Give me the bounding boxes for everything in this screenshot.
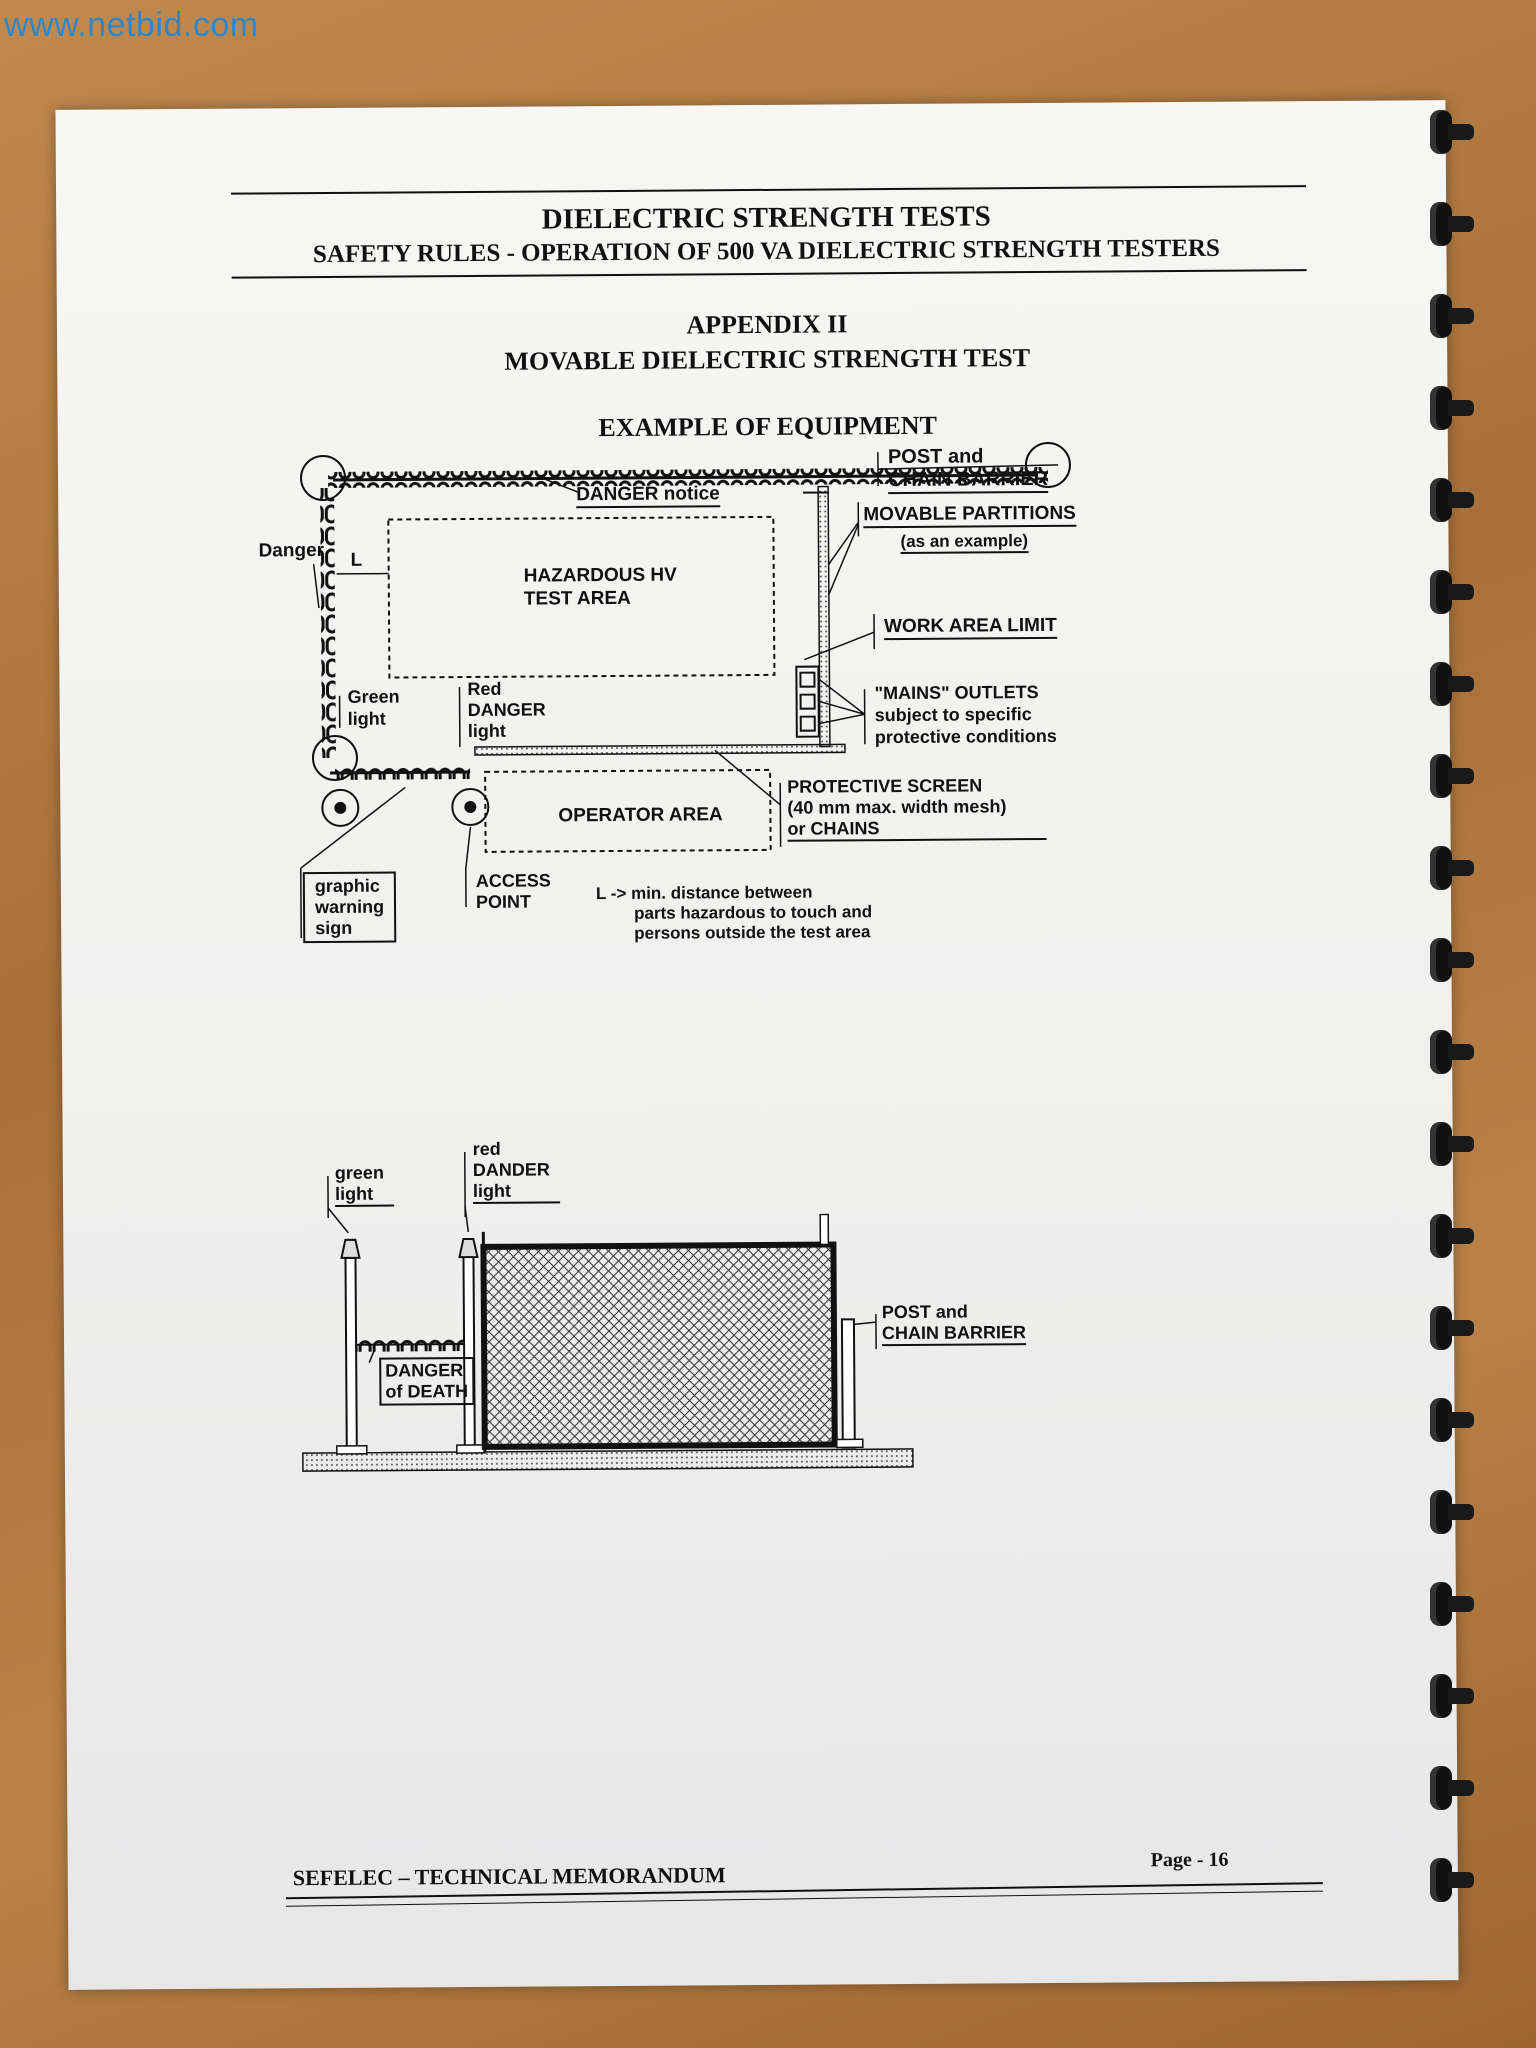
danger-death-line2: of DEATH: [385, 1381, 469, 1402]
danger-sign-label: Danger: [258, 540, 325, 562]
graphic-sign-line3: sign: [315, 917, 353, 939]
red-danger-line3: light: [467, 720, 506, 742]
footer-rule: [285, 1882, 1323, 1900]
graphic-sign-line2: warning: [314, 896, 385, 918]
access-point-line2: POINT: [475, 891, 532, 912]
work-area-limit-label: WORK AREA LIMIT: [884, 614, 1057, 641]
mains-line1: "MAINS" OUTLETS: [874, 682, 1039, 704]
red-danger-line1: Red: [467, 678, 502, 700]
green-light-line2: light: [347, 708, 386, 729]
elevation-red-line3: light: [472, 1180, 512, 1201]
elevation-green-line1: green: [334, 1162, 384, 1183]
watermark-url: www.netbid.com: [4, 6, 259, 44]
mains-line2: subject to specific: [874, 704, 1032, 726]
mains-line3: protective conditions: [874, 725, 1057, 748]
mains-outlets: [795, 665, 820, 738]
elevation-post-line2: CHAIN BARRIER: [881, 1322, 1027, 1344]
post-chain-line1: POST and: [887, 445, 984, 469]
post-chain-label: POST and CHAIN BARRIER: [887, 444, 1049, 495]
access-point-line1: ACCESS: [475, 870, 551, 891]
ground-slab: [302, 1448, 914, 1472]
elevation-red-line1: red: [472, 1138, 501, 1159]
movable-partition: [817, 485, 831, 748]
green-light-line1: Green: [347, 686, 400, 707]
elevation-green-light-label: green light: [334, 1162, 395, 1207]
protective-screen-line1: PROTECTIVE SCREEN: [787, 775, 983, 797]
elevation-post-line1: POST and: [881, 1301, 968, 1323]
l-definition-label: L -> min. distance between parts hazardo…: [596, 882, 872, 944]
l-definition-line1: L -> min. distance between: [595, 882, 813, 904]
danger-death-line1: DANGER: [385, 1360, 464, 1381]
movable-partitions-label: MOVABLE PARTITIONS: [863, 502, 1076, 529]
post-bottom-left: [311, 734, 358, 781]
l-definition-line3: persons outside the test area: [634, 922, 871, 943]
green-light-post: [344, 1256, 358, 1454]
elevation-green-line2: light: [334, 1183, 374, 1204]
hazard-area-line1: HAZARDOUS HV: [523, 564, 677, 587]
hazard-area-line2: TEST AREA: [523, 587, 631, 610]
elevation-post-chain-label: POST and CHAIN BARRIER: [881, 1301, 1027, 1347]
post-chain-line2: CHAIN BARRIER: [887, 467, 1049, 492]
red-light-post: [462, 1255, 476, 1454]
diagram-drawing: [285, 441, 1323, 1907]
graphic-sign-label: graphic warning sign: [302, 871, 397, 944]
red-danger-light-label: Red DANGER light: [467, 678, 545, 742]
danger-of-death-sign: DANGER of DEATH: [379, 1356, 475, 1406]
elevation-drawing: [302, 1152, 914, 1472]
green-light-label: Green light: [347, 685, 399, 729]
distance-l-label: L: [350, 549, 363, 571]
footer-memo-title: SEFELEC – TECHNICAL MEMORANDUM: [292, 1862, 726, 1891]
hazard-area-label: HAZARDOUS HV TEST AREA: [524, 564, 677, 611]
top-chain: [327, 466, 1049, 488]
protective-screen-line2: (40 mm max. width mesh): [787, 796, 1007, 818]
as-example-label: (as an example): [900, 531, 1029, 554]
elevation-red-light-label: red DANDER light: [472, 1138, 561, 1204]
footer-page-number: Page - 16: [1150, 1848, 1229, 1872]
red-danger-line2: DANGER: [467, 699, 546, 721]
elevation-red-line2: DANDER: [472, 1159, 550, 1180]
graphic-sign-line1: graphic: [314, 875, 380, 897]
danger-notice-label: DANGER notice: [576, 483, 720, 509]
post-top-left: [300, 455, 347, 502]
protective-screen: [474, 743, 846, 756]
access-point-label: ACCESS POINT: [476, 870, 551, 913]
operator-area-box: [484, 768, 772, 853]
protective-screen-line3: or CHAINS: [787, 818, 880, 839]
left-chain: [320, 487, 336, 759]
mains-outlets-label: "MAINS" OUTLETS subject to specific prot…: [874, 681, 1056, 748]
operator-area-label: OPERATOR AREA: [558, 804, 723, 827]
spiral-binding: [1420, 110, 1500, 1950]
right-post: [840, 1318, 856, 1449]
protective-screen-label: PROTECTIVE SCREEN (40 mm max. width mesh…: [787, 774, 1047, 842]
l-definition-line2: parts hazardous to touch and: [634, 902, 873, 923]
document-page: DIELECTRIC STRENGTH TESTS SAFETY RULES -…: [55, 100, 1459, 1990]
mesh-fence: [480, 1241, 838, 1450]
